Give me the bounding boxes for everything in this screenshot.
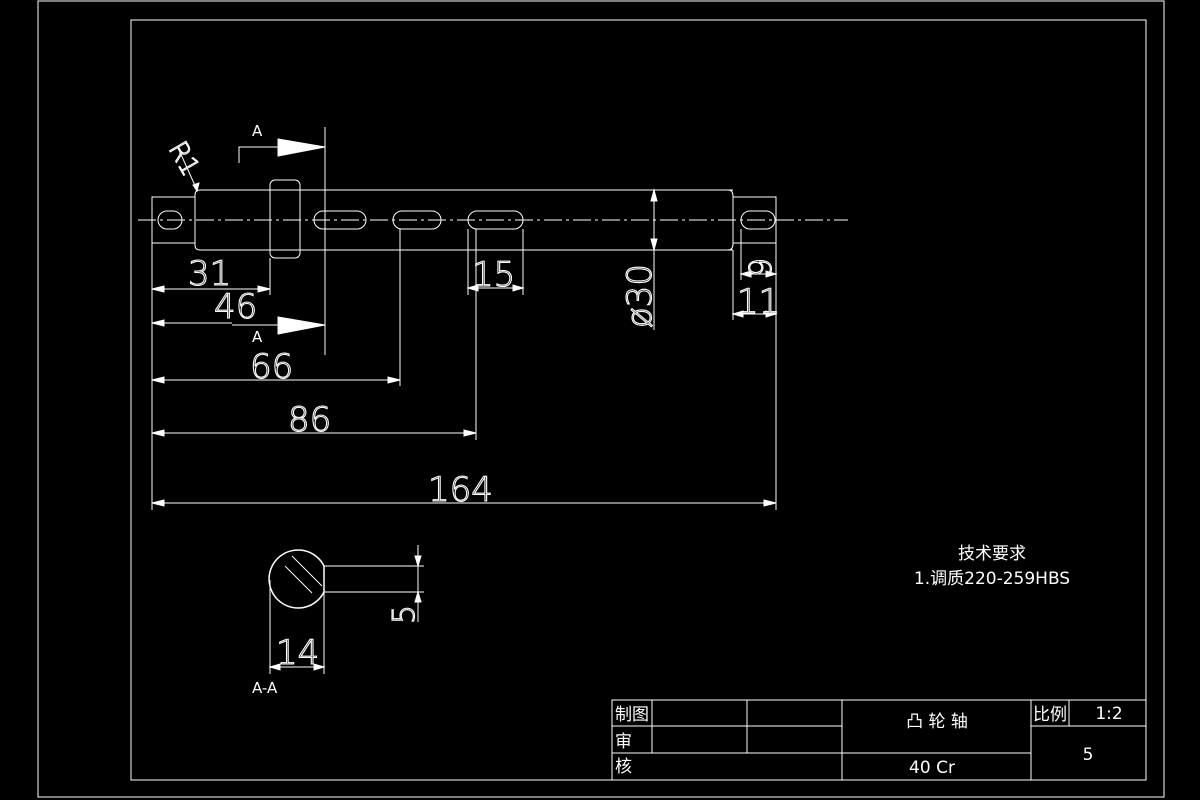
hatch-line-1 <box>284 565 313 594</box>
shaft-collar <box>269 179 301 259</box>
title-block-review-label: 审 <box>615 732 632 752</box>
dim-11: 11 <box>737 282 780 322</box>
part-name: 凸 轮 轴 <box>906 712 968 732</box>
dim-15: 15 <box>472 255 515 295</box>
tech-requirements-title: 技术要求 <box>958 544 1026 564</box>
section-view-AA <box>268 545 424 674</box>
scale-value: 1:2 <box>1095 704 1122 724</box>
dim-86: 86 <box>288 400 331 440</box>
section-view-label: A-A <box>252 679 278 697</box>
dim-diameter-30: ø30 <box>620 264 660 328</box>
dim-9: 9 <box>744 258 779 277</box>
keyway-slot-1 <box>313 210 367 230</box>
section-outline <box>268 549 325 609</box>
title-block <box>611 699 1147 781</box>
section-arrow-bottom <box>277 316 326 335</box>
dim-31: 31 <box>188 254 231 294</box>
title-block-drawn-label: 制图 <box>615 705 649 725</box>
shaft-body <box>194 189 734 251</box>
keyway-slot-2 <box>392 210 442 230</box>
dim-46: 46 <box>214 287 257 327</box>
section-label-bottom: A <box>252 328 263 346</box>
dim-5: 5 <box>387 605 422 624</box>
section-cut-A: A A <box>232 122 326 355</box>
scale-label: 比例 <box>1033 705 1067 725</box>
dimension-lines <box>151 188 778 510</box>
radius-callout: R1 <box>161 136 206 193</box>
title-block-check-label: 核 <box>615 757 632 777</box>
keyway-slot-3 <box>467 210 524 230</box>
tech-requirement-1: 1.调质220-259HBS <box>914 569 1070 589</box>
radius-label: R1 <box>162 137 205 182</box>
dim-164: 164 <box>428 470 493 510</box>
outer-frame <box>37 0 1165 798</box>
keyway-slot-right-end <box>740 210 776 230</box>
dim-66: 66 <box>250 347 293 387</box>
hatch-line-2 <box>291 555 323 587</box>
material: 40 Cr <box>909 758 955 778</box>
quantity: 5 <box>1083 745 1094 765</box>
section-arrow-top <box>277 138 326 157</box>
keyway-slot-left-end <box>157 210 183 230</box>
shaft-main-view <box>138 179 848 259</box>
dim-14: 14 <box>276 633 319 673</box>
section-label-top: A <box>252 122 263 140</box>
shaft-right-end <box>732 196 777 244</box>
